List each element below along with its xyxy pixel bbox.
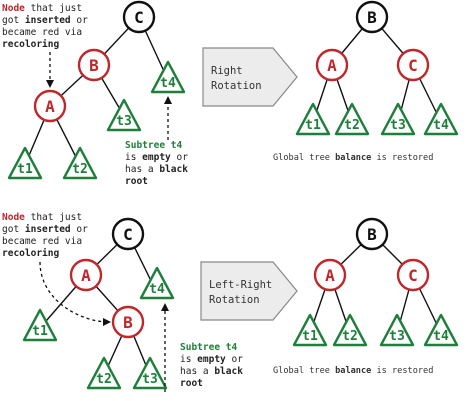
svg-text:is empty or: is empty or — [125, 152, 188, 163]
svg-text:became red via: became red via — [2, 27, 82, 38]
top-left-node-b: B — [77, 48, 111, 82]
subtree-label: t4 — [149, 282, 165, 297]
top-right-subtree-t2: t2 — [334, 102, 370, 136]
node-label: B — [123, 313, 133, 332]
subtree-label: t3 — [390, 118, 406, 133]
subtree-label: t2 — [344, 118, 360, 133]
top-right-node-c: C — [396, 48, 430, 82]
svg-text:is empty or: is empty or — [180, 354, 243, 365]
subtree-label: t1 — [17, 162, 33, 177]
node-label: A — [327, 56, 337, 75]
top-note-subtree-t4: Subtree t4 is empty or has a black root — [125, 140, 188, 187]
bottom-right-subtree-t3: t3 — [379, 313, 415, 347]
subtree-label: t3 — [116, 114, 132, 129]
subtree-label: t1 — [32, 324, 48, 339]
top-left-subtree-t3: t3 — [106, 98, 142, 132]
bottom-section: t4 t1 t2 t3 C A B Node that just got i — [2, 212, 459, 392]
top-left-subtree-t4: t4 — [150, 60, 186, 94]
svg-text:has a black: has a black — [125, 164, 188, 175]
svg-text:Node that just: Node that just — [2, 212, 82, 223]
node-label: C — [408, 56, 418, 75]
bottom-left-subtree-t3: t3 — [132, 356, 168, 390]
top-right-subtree-t3: t3 — [380, 102, 416, 136]
svg-text:recoloring: recoloring — [2, 39, 59, 50]
node-label: C — [123, 225, 133, 244]
bottom-right-node-b: B — [355, 217, 389, 251]
rotation-label-line2: Rotation — [211, 80, 262, 92]
subtree-label: t4 — [433, 329, 449, 344]
svg-text:Node that just: Node that just — [2, 3, 82, 14]
top-left-node-a: A — [33, 89, 67, 123]
bottom-left-node-c: C — [111, 217, 145, 251]
subtree-label: t2 — [342, 329, 358, 344]
svg-text:Subtree t4: Subtree t4 — [125, 140, 182, 151]
bottom-right-subtree-t2: t2 — [332, 313, 368, 347]
subtree-label: t3 — [389, 329, 405, 344]
bottom-note-arrow — [39, 261, 111, 326]
node-label: B — [367, 8, 377, 27]
svg-text:has a black: has a black — [180, 366, 243, 377]
svg-text:Subtree t4: Subtree t4 — [180, 342, 237, 353]
svg-text:got inserted or: got inserted or — [2, 15, 88, 26]
svg-text:root: root — [125, 176, 148, 187]
bottom-left-subtree-t1: t1 — [22, 308, 58, 342]
bottom-right-node-a: A — [313, 258, 347, 292]
node-label: B — [89, 56, 99, 75]
node-label: C — [134, 8, 144, 27]
bottom-note-subtree-t4: Subtree t4 is empty or has a black root — [180, 342, 243, 389]
subtree-label: t1 — [305, 118, 321, 133]
bottom-rotation-arrow: Left-Right Rotation — [200, 261, 298, 321]
svg-text:got inserted or: got inserted or — [2, 224, 88, 235]
top-right-subtree-t4: t4 — [423, 102, 459, 136]
bottom-left-subtree-t4: t4 — [139, 266, 175, 300]
svg-text:became red via: became red via — [2, 236, 82, 247]
svg-text:recoloring: recoloring — [2, 248, 59, 259]
top-left-node-c: C — [122, 0, 156, 34]
subtree-label: t4 — [433, 118, 449, 133]
top-caption: Global tree balance is restored — [273, 153, 433, 163]
node-label: B — [367, 225, 377, 244]
subtree-label: t4 — [160, 76, 176, 91]
top-right-node-b: B — [355, 0, 389, 34]
node-label: A — [325, 266, 335, 285]
node-label: A — [81, 266, 91, 285]
rotation-label-line2: Rotation — [209, 294, 260, 306]
node-label: C — [408, 266, 418, 285]
top-note-inserted-node: Node that just got inserted or became re… — [2, 3, 88, 50]
bottom-right-subtree-t1: t1 — [292, 313, 328, 347]
bottom-left-subtree-t2: t2 — [86, 356, 122, 390]
rotation-label-line1: Left-Right — [209, 279, 272, 291]
subtree-label: t3 — [142, 372, 158, 387]
top-left-subtree-t1: t1 — [7, 146, 43, 180]
bottom-caption: Global tree balance is restored — [273, 366, 433, 376]
rotation-label-line1: Right — [211, 65, 243, 77]
top-section: t4 t3 t1 t2 C B A Node that just — [2, 0, 459, 187]
bottom-right-subtree-t4: t4 — [423, 313, 459, 347]
svg-text:root: root — [180, 378, 203, 389]
top-left-subtree-t2: t2 — [62, 146, 98, 180]
node-label: A — [45, 97, 55, 116]
bottom-right-node-c: C — [396, 258, 430, 292]
top-rotation-arrow: Right Rotation — [202, 47, 298, 107]
top-right-node-a: A — [315, 48, 349, 82]
bottom-note-inserted-node: Node that just got inserted or became re… — [2, 212, 88, 259]
subtree-label: t2 — [96, 372, 112, 387]
bottom-left-node-b: B — [111, 305, 145, 339]
bottom-left-node-a: A — [69, 258, 103, 292]
subtree-label: t2 — [72, 162, 88, 177]
subtree-label: t1 — [302, 329, 318, 344]
top-right-subtree-t1: t1 — [295, 102, 331, 136]
